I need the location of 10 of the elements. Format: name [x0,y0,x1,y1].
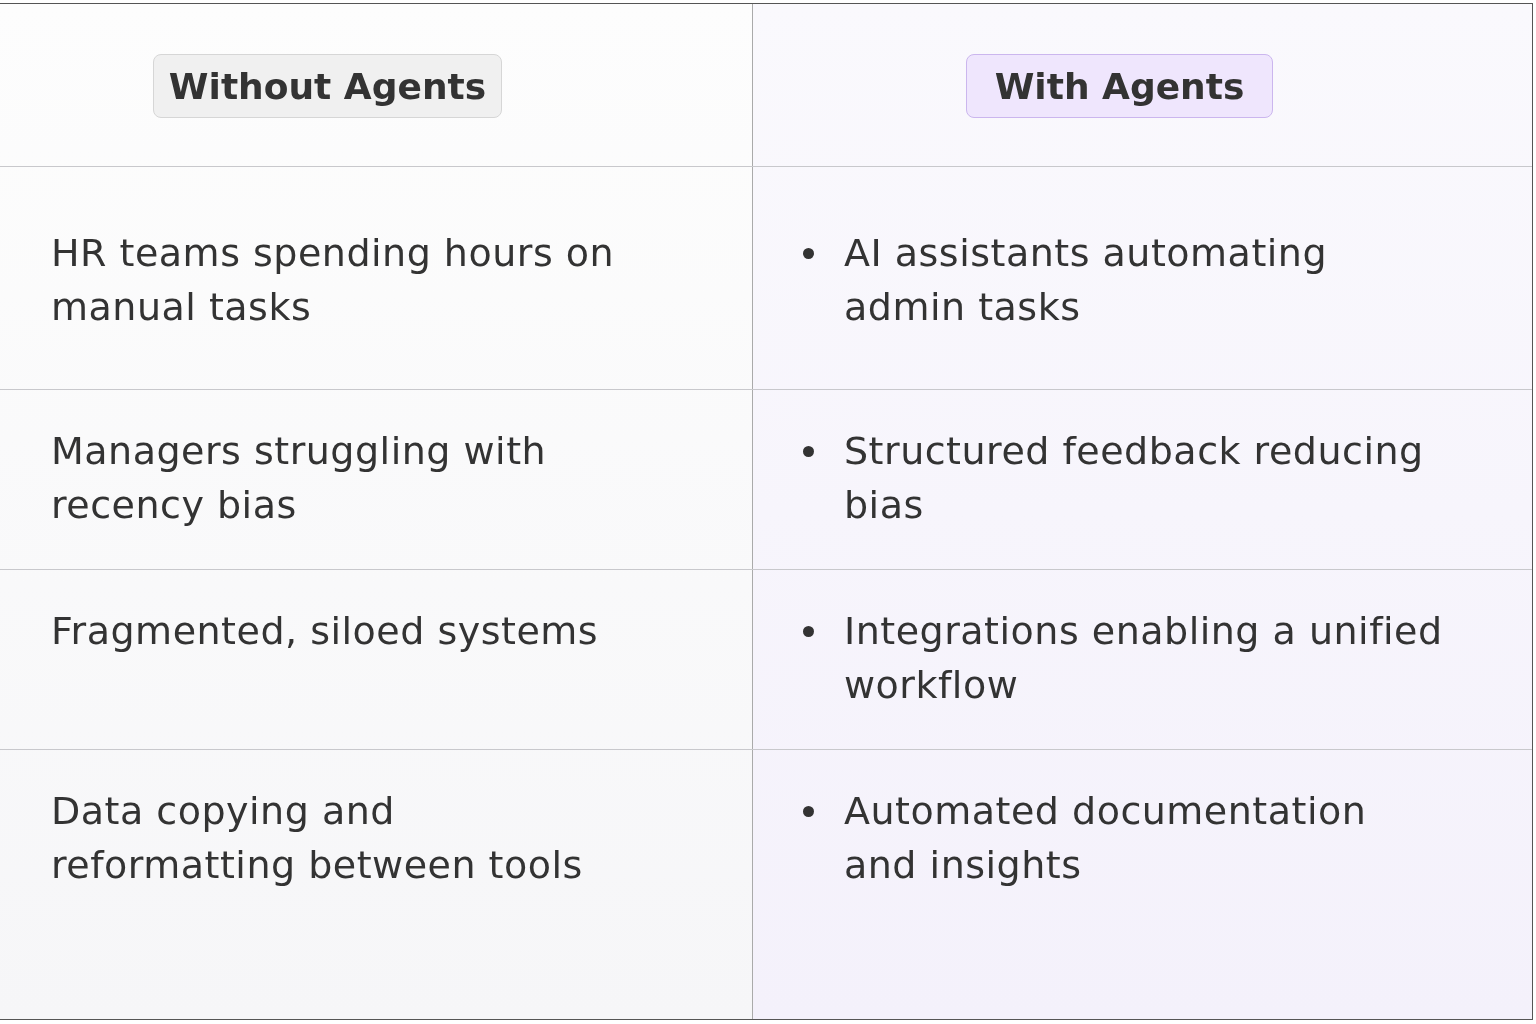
column-header-tag: With Agents [966,54,1273,118]
problem-text: Managers struggling with recency bias [51,428,548,529]
benefit-text: Automated documentation and insights [844,788,1368,889]
column-header-tag: Without Agents [153,54,502,118]
benefit-text: Structured feedback reducing bias [844,428,1425,529]
benefit-text: Integrations enabling a unified workflow [844,608,1444,709]
problem-text: HR teams spending hours on manual tasks [51,230,616,331]
benefit-text: AI assistants automating admin tasks [844,230,1329,331]
problem-text: Fragmented, siloed systems [51,608,600,655]
problem-text: Data copying and reformatting between tools [51,788,584,889]
